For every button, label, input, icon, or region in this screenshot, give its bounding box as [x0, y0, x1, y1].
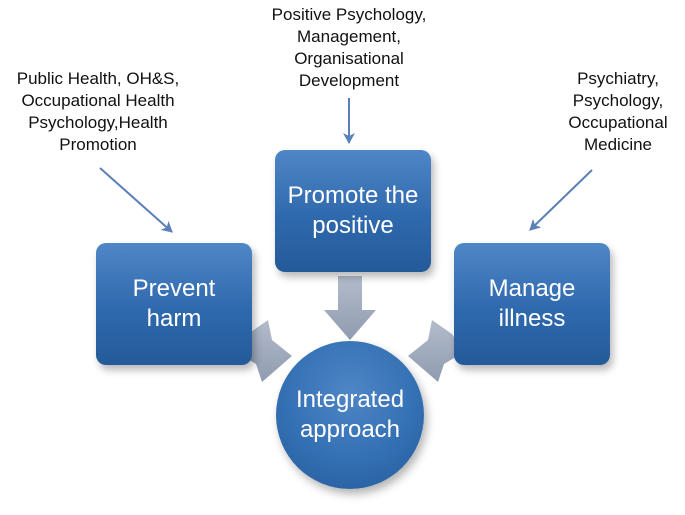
label-right-disciplines: Psychiatry, Psychology, Occupational Med… [568, 69, 668, 154]
arrow-left-to-prevent [99, 167, 173, 233]
label-left-disciplines: Public Health, OH&S, Occupational Health… [16, 69, 180, 154]
box-prevent-harm: Prevent harm [96, 243, 252, 365]
box-manage-illness: Manage illness [454, 243, 610, 365]
block-arrow-down [324, 276, 376, 340]
block-arrow-right-to-center [408, 320, 464, 382]
circle-integrated-approach: Integrated approach [276, 341, 424, 489]
box-promote-the-positive: Promote the positive [275, 150, 431, 272]
label-top-disciplines: Positive Psychology, Management, Organis… [271, 5, 427, 90]
arrow-right-to-manage [529, 169, 593, 231]
